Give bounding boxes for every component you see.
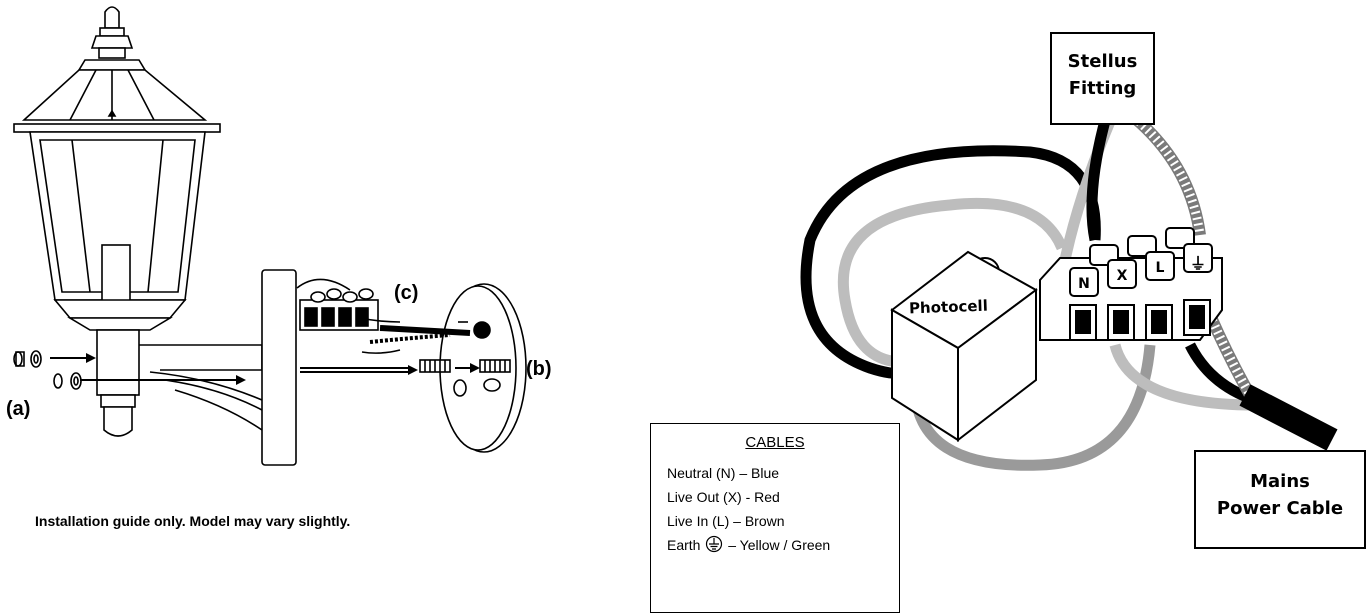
terminal-x: X xyxy=(1116,268,1128,284)
photocell-box xyxy=(890,250,1038,443)
connector-block-small xyxy=(296,278,379,331)
legend-item-neutral: Neutral (N) – Blue xyxy=(667,465,780,481)
terminal-l: L xyxy=(1155,260,1165,276)
terminal-earth-icon: ⏚ xyxy=(1189,254,1206,273)
terminal-n: N xyxy=(1078,276,1090,292)
legend-earth-suffix: – Yellow / Green xyxy=(728,537,831,553)
arrows xyxy=(50,357,472,381)
terminal-block xyxy=(1039,227,1223,341)
lantern-finial xyxy=(90,6,134,59)
lantern-roof xyxy=(13,59,221,133)
earth-symbol-icon xyxy=(704,533,724,557)
cables-legend: CABLES Neutral (N) – Blue Live Out (X) -… xyxy=(650,423,900,613)
stellus-line1: Stellus xyxy=(1067,51,1138,72)
legend-title: CABLES xyxy=(745,434,805,451)
mains-line1: Mains xyxy=(1250,471,1310,492)
mains-power-cable-box: Mains Power Cable xyxy=(1194,450,1366,549)
stellus-line2: Fitting xyxy=(1068,78,1137,99)
legend-item-live-in: Live In (L) – Brown xyxy=(667,513,785,529)
label-c: (c) xyxy=(394,282,419,304)
wiring-diagram xyxy=(800,105,1338,471)
nut-washer-icons xyxy=(13,350,82,390)
photocell-label: Photocell xyxy=(908,296,989,318)
stellus-fitting-box: Stellus Fitting xyxy=(1050,32,1155,125)
lantern-body xyxy=(29,131,206,331)
legend-item-live-out: Live Out (X) - Red xyxy=(667,489,780,505)
legend-earth-prefix: Earth xyxy=(667,537,701,553)
screws xyxy=(419,359,511,373)
cable xyxy=(359,317,471,354)
label-b: (b) xyxy=(526,358,552,380)
lantern-arm xyxy=(139,269,297,466)
lantern-stem xyxy=(96,329,140,437)
legend-item-earth: Earth – Yellow / Green xyxy=(667,533,899,557)
label-a: (a) xyxy=(6,398,31,420)
caption: Installation guide only. Model may vary … xyxy=(35,513,351,529)
mains-line2: Power Cable xyxy=(1216,498,1344,519)
